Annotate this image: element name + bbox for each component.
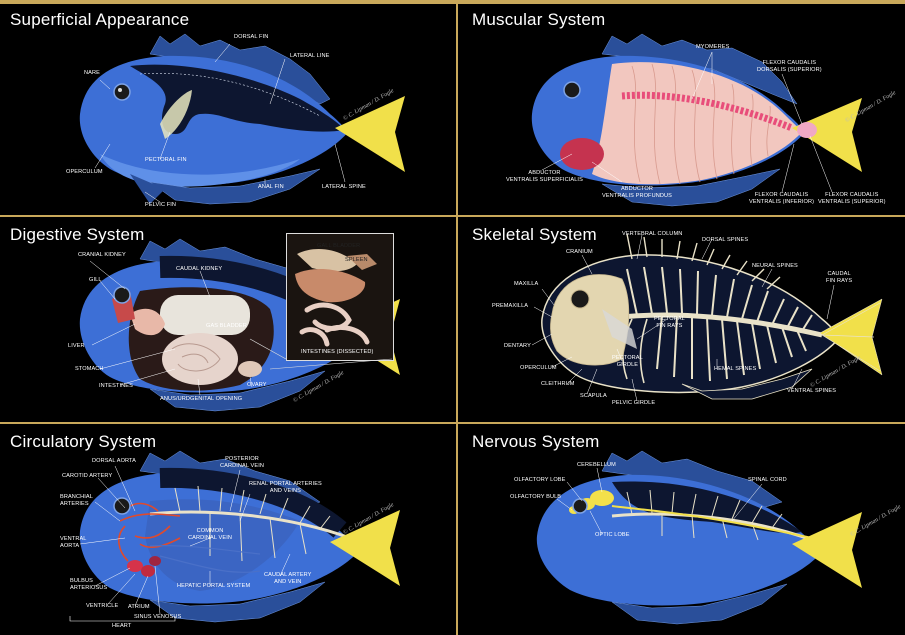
- label-lateral-spine: LATERAL SPINE: [322, 184, 366, 191]
- label-maxilla: MAXILLA: [514, 281, 538, 288]
- label-heart: HEART: [112, 623, 131, 630]
- label-caudal-kidney: CAUDAL KIDNEY: [176, 266, 222, 273]
- divider-vertical: [456, 4, 458, 635]
- label-branchial: BRANCHIAL ARTERIES: [60, 494, 93, 508]
- panel-muscular: Muscular System: [462, 4, 905, 215]
- label-olfactory-lobe: OLFACTORY LOBE: [514, 477, 565, 484]
- label-pelvic-girdle: PELVIC GIRDLE: [612, 400, 655, 407]
- label-pectoral-girdle: PECTORAL GIRDLE: [612, 355, 643, 369]
- divider-horizontal-1: [0, 215, 905, 217]
- fish-illustration: [0, 4, 452, 215]
- label-operculum: OPERCULUM: [520, 365, 557, 372]
- label-premaxilla: PREMAXILLA: [492, 303, 528, 310]
- label-ovary: OVARY: [247, 382, 267, 389]
- digestive-inset: GALL BLADDER SPLEEN INTESTINES (DISSECTE…: [286, 233, 394, 361]
- label-pectoral-fin-rays: PECTORAL FIN RAYS: [654, 316, 685, 330]
- label-inset-spleen: SPLEEN: [345, 257, 368, 264]
- label-inset-intestines: INTESTINES (DISSECTED): [301, 349, 373, 356]
- label-cleithrum: CLEITHRUM: [541, 381, 575, 388]
- label-renal-portal: RENAL PORTAL ARTERIES AND VEINS: [249, 481, 322, 495]
- label-intestines: INTESTINES: [99, 383, 133, 390]
- label-carotid: CAROTID ARTERY: [62, 473, 112, 480]
- label-bulbus: BULBUS ARTERIOSUS: [70, 578, 107, 592]
- label-dentary: DENTARY: [504, 343, 531, 350]
- label-atrium: ATRIUM: [128, 604, 150, 611]
- divider-horizontal-2: [0, 422, 905, 424]
- label-anus: ANUS/URDGENITAL OPENING: [160, 396, 242, 403]
- panel-circulatory: Circulatory System: [0, 426, 452, 635]
- label-caudal-artery: CAUDAL ARTERY AND VEIN: [264, 572, 312, 586]
- label-gill: GILL: [89, 277, 102, 284]
- label-cranial-kidney: CRANIAL KIDNEY: [78, 252, 126, 259]
- label-cranium: CRANIUM: [566, 249, 593, 256]
- label-caudal-fin-rays: CAUDAL FIN RAYS: [826, 271, 852, 285]
- label-flexor-ventralis-superior: FLEXOR CAUDALIS VENTRALIS (SUPERIOR): [818, 192, 886, 206]
- label-common-cardinal: COMMON CARDINAL VEIN: [188, 528, 232, 542]
- fish-illustration: [462, 426, 905, 635]
- label-sinus: SINUS VENOSUS: [134, 614, 181, 621]
- label-flexor-ventralis-inferior: FLEXOR CAUDALIS VENTRALIS (INFERIOR): [749, 192, 814, 206]
- label-abductor-profundus: ABDUCTOR VENTRALIS PROFUNDUS: [602, 186, 672, 200]
- label-spinal-cord: SPINAL CORD: [748, 477, 787, 484]
- label-nare: NARE: [84, 70, 100, 77]
- label-neural-spines: NEURAL SPINES: [752, 263, 798, 270]
- label-dorsal-fin: DORSAL FIN: [234, 34, 268, 41]
- panel-digestive: Digestive System: [0, 219, 452, 422]
- label-optic-lobe: OPTIC LOBE: [595, 532, 630, 539]
- panel-skeletal: Skeletal System: [462, 219, 905, 422]
- label-anal-fin: ANAL FIN: [258, 184, 284, 191]
- label-abductor-superficialis: ABDUCTOR VENTRALIS SUPERFICIALIS: [506, 170, 583, 184]
- panel-superficial: Superficial Appearance: [0, 4, 452, 215]
- label-vertebral-column: VERTEBRAL COLUMN: [622, 231, 682, 238]
- label-hepatic-portal: HEPATIC PORTAL SYSTEM: [177, 583, 250, 590]
- label-pelvic-fin: PELVIC FIN: [145, 202, 176, 209]
- label-scapula: SCAPULA: [580, 393, 607, 400]
- label-stomach: STOMACH: [75, 366, 104, 373]
- inset-illustration: [287, 234, 393, 360]
- label-cerebellum: CEREBELLUM: [577, 462, 616, 469]
- label-posterior-cardinal: POSTERIOR CARDINAL VEIN: [220, 456, 264, 470]
- label-dorsal-spines: DORSAL SPINES: [702, 237, 748, 244]
- label-ventral-aorta: VENTRAL AORTA: [60, 536, 87, 550]
- label-hemal-spines: HEMAL SPINES: [714, 366, 756, 373]
- label-myomeres: MYOMERES: [696, 44, 729, 51]
- label-ventricle: VENTRICLE: [86, 603, 118, 610]
- label-lateral-line: LATERAL LINE: [290, 53, 329, 60]
- label-pectoral-fin: PECTORAL FIN: [145, 157, 187, 164]
- label-inset-gall-bladder: GALL BLADDER: [317, 243, 360, 250]
- label-liver: LIVER: [68, 343, 85, 350]
- label-flexor-dorsalis: FLEXOR CAUDALIS DORSALIS (SUPERIOR): [757, 60, 822, 74]
- label-gas-bladder: GAS BLADDER: [206, 323, 247, 330]
- label-operculum: OPERCULUM: [66, 169, 103, 176]
- label-olfactory-bulb: OLFACTORY BULB: [510, 494, 561, 501]
- label-dorsal-aorta: DORSAL AORTA: [92, 458, 136, 465]
- panel-nervous: Nervous System CEREBELLUM OL: [462, 426, 905, 635]
